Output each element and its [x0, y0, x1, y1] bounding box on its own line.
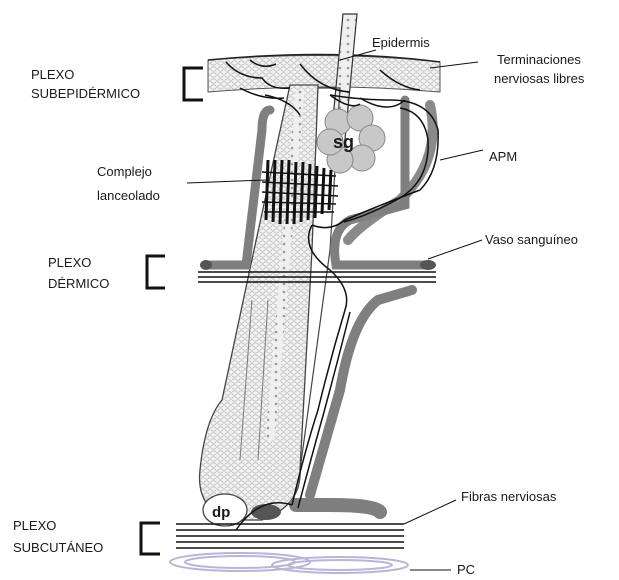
bracket-subcutaneo — [141, 523, 160, 554]
label-terminaciones-line2: nerviosas libres — [494, 71, 584, 87]
label-plexo-subepidermico-line1: PLEXO — [31, 67, 74, 83]
label-plexo-subepidermico-line2: SUBEPIDÉRMICO — [31, 86, 140, 102]
label-plexo-dermico-line2: DÉRMICO — [48, 276, 109, 292]
bracket-subepidermico — [184, 68, 203, 100]
label-plexo-dermico-line1: PLEXO — [48, 255, 91, 271]
label-apm: APM — [489, 149, 517, 165]
label-plexo-subcutaneo-line1: PLEXO — [13, 518, 56, 534]
label-plexo-subcutaneo-line2: SUBCUTÁNEO — [13, 540, 103, 556]
bracket-dermico — [147, 256, 165, 288]
label-complejo-line2: lanceolado — [97, 188, 160, 204]
pacinian-corpuscles — [170, 553, 408, 573]
subcutaneous-plexus-lines — [176, 524, 404, 548]
label-terminaciones-line1: Terminaciones — [497, 52, 581, 68]
sebaceous-gland: sg — [317, 105, 385, 173]
sebaceous-gland-label: sg — [333, 132, 354, 152]
dermal-papilla: dp — [203, 494, 247, 526]
label-fibras-nerviosas: Fibras nerviosas — [461, 489, 556, 505]
label-complejo-line1: Complejo — [97, 164, 152, 180]
label-pc: PC — [457, 562, 475, 578]
label-vaso-sanguineo: Vaso sanguíneo — [485, 232, 578, 248]
label-epidermis: Epidermis — [372, 35, 430, 51]
dermal-plexus-lines — [198, 272, 436, 282]
dermal-papilla-label: dp — [212, 504, 230, 521]
